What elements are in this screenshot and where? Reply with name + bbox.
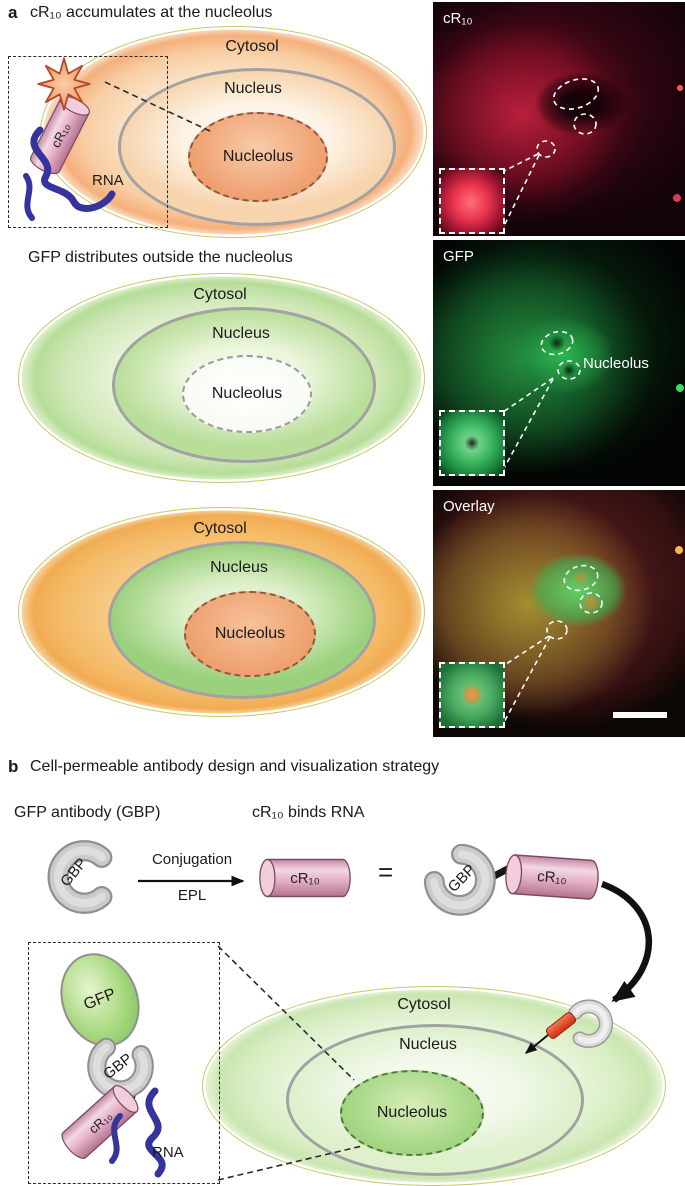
rna-label: RNA <box>152 1144 184 1161</box>
nucleus-label: Nucleus <box>210 559 268 576</box>
micrograph-inset <box>439 168 505 234</box>
rna-label: RNA <box>92 172 124 189</box>
nucleolus-gfp: Nucleolus <box>182 355 312 433</box>
cr10-cylinder-label: cR₁₀ <box>290 869 320 887</box>
cytosol-label: Cytosol <box>193 520 247 537</box>
micrograph-gfp: Nucleolus GFP <box>433 240 685 486</box>
nucleolus-annotation: Nucleolus <box>583 355 649 372</box>
cr10-cylinder: cR₁₀ <box>503 851 602 904</box>
panel-b-title: Cell-permeable antibody design and visua… <box>30 758 440 775</box>
equals-sign: = <box>378 857 394 887</box>
micrograph-label: GFP <box>443 248 474 265</box>
panel-b-label: b <box>8 757 19 776</box>
scale-bar <box>613 712 667 718</box>
nucleolus-label: Nucleolus <box>211 385 283 402</box>
nucleus-label: Nucleus <box>212 325 270 342</box>
cytosol-label: Cytosol <box>397 996 451 1013</box>
cr10-cylinder: cR₁₀ <box>258 856 352 900</box>
nucleolus-strategy: Nucleolus <box>340 1070 484 1156</box>
gbp-crescent-icon <box>46 834 128 920</box>
rna-ribbon-icon <box>12 124 132 226</box>
cytosol-label: Cytosol <box>225 38 279 55</box>
micrograph-cr10: cR₁₀ <box>433 2 685 236</box>
dye-star-icon <box>36 56 92 112</box>
micrograph-label: cR₁₀ <box>443 10 473 27</box>
nucleolus-label: Nucleolus <box>376 1104 448 1121</box>
nucleolus-label: Nucleolus <box>222 148 294 165</box>
panel-a-title: cR₁₀ accumulates at the nucleolus <box>30 4 273 21</box>
gbp-heading: GFP antibody (GBP) <box>14 804 161 821</box>
nucleus-label: Nucleus <box>224 80 282 97</box>
probe-inset-box <box>8 56 168 228</box>
nucleolus-overlay: Nucleolus <box>184 591 316 677</box>
micrograph-inset <box>439 662 505 728</box>
cr10-cylinder: cR₁₀ <box>55 1078 146 1165</box>
nucleus-label: Nucleus <box>399 1036 457 1053</box>
panel-a-label: a <box>8 3 18 22</box>
gbp-crescent-icon <box>556 992 619 1057</box>
conjugation-label: Conjugation <box>151 851 233 868</box>
cytosol-label: Cytosol <box>193 286 247 303</box>
gbp-crescent-icon <box>400 820 516 936</box>
micrograph-label: Overlay <box>443 498 495 515</box>
cr10-cylinder-label: cR₁₀ <box>536 867 568 887</box>
epl-label: EPL <box>177 887 207 904</box>
cr10-heading: cR₁₀ binds RNA <box>252 804 365 821</box>
micrograph-overlay: Overlay <box>433 490 685 737</box>
nucleolus-cr10: Nucleolus <box>188 112 328 202</box>
nucleolus-label: Nucleolus <box>214 625 286 642</box>
rna-ribbon-icon <box>100 1086 215 1184</box>
micrograph-inset <box>439 410 505 476</box>
gfp-subtitle: GFP distributes outside the nucleolus <box>28 249 293 266</box>
